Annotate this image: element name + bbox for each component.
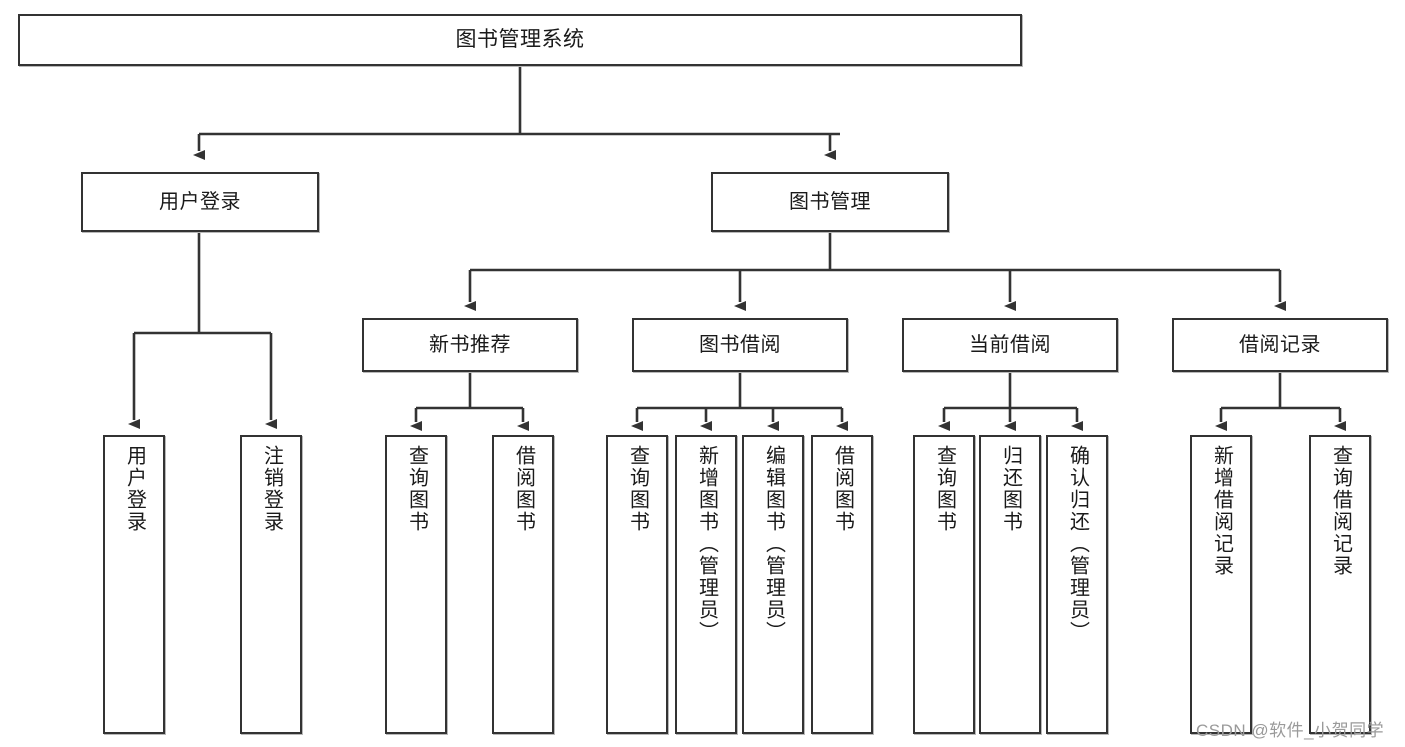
node-book-borrow[interactable]: 图书借阅: [632, 318, 848, 372]
leaf-borrow-edit-book-admin[interactable]: 编辑图书（管理员）: [742, 435, 804, 734]
node-borrow-record[interactable]: 借阅记录: [1172, 318, 1388, 372]
leaf-borrow-add-book-admin[interactable]: 新增图书（管理员）: [675, 435, 737, 734]
node-label: 查询图书: [933, 445, 956, 533]
node-current-borrow[interactable]: 当前借阅: [902, 318, 1118, 372]
node-label: 用户登录: [123, 445, 146, 533]
node-label: 查询图书: [405, 445, 428, 533]
node-label: 新增借阅记录: [1210, 445, 1233, 577]
csdn-watermark: CSDN @软件_小贺同学: [1196, 721, 1385, 740]
leaf-current-query-book[interactable]: 查询图书: [913, 435, 975, 734]
node-label: 新书推荐: [429, 333, 511, 356]
leaf-current-return-book[interactable]: 归还图书: [979, 435, 1041, 734]
leaf-record-add-record[interactable]: 新增借阅记录: [1190, 435, 1252, 734]
node-label: 图书管理系统: [455, 27, 585, 51]
leaf-current-confirm-return-admin[interactable]: 确认归还（管理员）: [1046, 435, 1108, 734]
leaf-user-login-login[interactable]: 用户登录: [103, 435, 165, 734]
node-label: 编辑图书（管理员）: [762, 445, 785, 643]
leaf-borrow-query-book[interactable]: 查询图书: [606, 435, 668, 734]
node-root-book-management-system[interactable]: 图书管理系统: [18, 14, 1022, 66]
node-label: 查询借阅记录: [1329, 445, 1352, 577]
node-label: 图书借阅: [699, 333, 781, 356]
node-label: 图书管理: [789, 190, 871, 213]
node-label: 归还图书: [999, 445, 1022, 533]
node-label: 借阅图书: [831, 445, 854, 533]
node-label: 新增图书（管理员）: [695, 445, 718, 643]
leaf-new-book-borrow[interactable]: 借阅图书: [492, 435, 554, 734]
node-label: 当前借阅: [969, 333, 1051, 356]
node-label: 借阅记录: [1239, 333, 1321, 356]
node-label: 借阅图书: [512, 445, 535, 533]
node-new-book-recommend[interactable]: 新书推荐: [362, 318, 578, 372]
node-label: 用户登录: [159, 190, 241, 213]
node-label: 查询图书: [626, 445, 649, 533]
leaf-borrow-borrow-book[interactable]: 借阅图书: [811, 435, 873, 734]
node-user-login[interactable]: 用户登录: [81, 172, 319, 232]
leaf-record-query-record[interactable]: 查询借阅记录: [1309, 435, 1371, 734]
node-label: 确认归还（管理员）: [1066, 445, 1089, 643]
node-book-management[interactable]: 图书管理: [711, 172, 949, 232]
node-label: 注销登录: [260, 445, 283, 533]
leaf-user-login-logout[interactable]: 注销登录: [240, 435, 302, 734]
leaf-new-book-query[interactable]: 查询图书: [385, 435, 447, 734]
